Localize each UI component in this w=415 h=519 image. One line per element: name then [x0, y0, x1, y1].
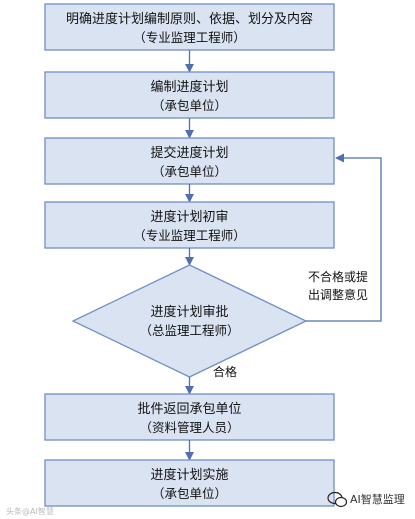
- step-6-role: （承包单位）: [152, 486, 227, 501]
- reject-feedback-loop-line: [306, 153, 382, 322]
- watermark-right: AI智慧监理: [327, 491, 405, 508]
- step-box-initial-review: 进度计划初审 （专业监理工程师）: [44, 201, 335, 249]
- step-3-role: （承包单位）: [152, 164, 227, 179]
- decision-diamond-approval: 进度计划审批 （总监理工程师）: [71, 264, 308, 378]
- decision-title: 进度计划审批: [150, 304, 228, 320]
- reject-label-line1: 不合格或提: [308, 269, 368, 284]
- wechat-icon: [327, 491, 348, 508]
- step-6-title: 进度计划实施: [150, 467, 228, 483]
- step-box-implement-plan: 进度计划实施 （承包单位）: [44, 459, 335, 507]
- step-5-role: （资料管理人员）: [139, 420, 239, 435]
- watermark-left-text: 头条@AI智慧: [6, 506, 54, 516]
- step-box-return-documents: 批件返回承包单位 （资料管理人员）: [44, 393, 335, 441]
- step-2-title: 编制进度计划: [150, 79, 228, 95]
- step-box-submit-plan: 提交进度计划 （承包单位）: [44, 137, 335, 185]
- step-4-title: 进度计划初审: [150, 209, 228, 225]
- reject-label-line2: 出调整意见: [308, 287, 368, 302]
- pass-label: 合格: [213, 364, 237, 379]
- step-4-role: （专业监理工程师）: [133, 228, 246, 243]
- step-3-title: 提交进度计划: [150, 145, 228, 161]
- watermark-left: 头条@AI智慧: [6, 506, 54, 516]
- step-5-title: 批件返回承包单位: [137, 402, 241, 417]
- step-1-title: 明确进度计划编制原则、依据、划分及内容: [66, 11, 313, 27]
- step-1-role: （专业监理工程师）: [133, 30, 246, 45]
- step-box-define-principles: 明确进度计划编制原则、依据、划分及内容 （专业监理工程师）: [44, 3, 335, 51]
- watermark-right-text: AI智慧监理: [350, 492, 405, 506]
- decision-role: （总监理工程师）: [139, 323, 239, 338]
- step-2-role: （承包单位）: [152, 98, 227, 113]
- step-box-compile-plan: 编制进度计划 （承包单位）: [44, 71, 335, 119]
